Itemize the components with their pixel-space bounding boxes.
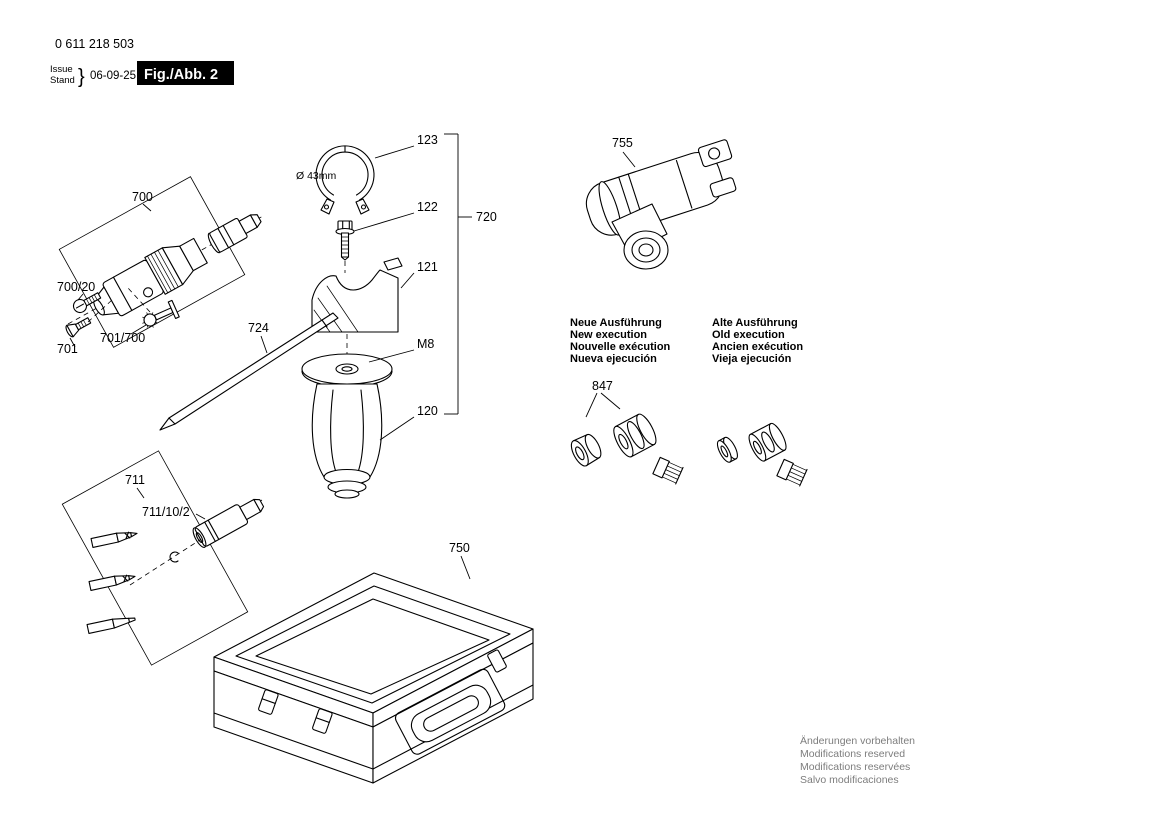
callout-120: 120: [417, 404, 438, 418]
callout-720: 720: [476, 210, 497, 224]
bit-holder-drawing: [192, 498, 265, 548]
old-execution-es: Vieja ejecución: [712, 353, 792, 365]
new-execution-de: Neue Ausführung: [570, 317, 662, 329]
leader-847-left: [585, 392, 598, 418]
callout-701: 701: [57, 342, 78, 356]
issue-date: 06-09-25: [90, 70, 136, 82]
old-execution-de: Alte Ausführung: [712, 317, 798, 329]
depth-rod-724-drawing: [159, 312, 339, 431]
new-brush-drawing: [652, 456, 684, 485]
old-execution-fr: Ancien exécution: [712, 341, 803, 353]
new-bearing-large-drawing: [613, 413, 657, 458]
old-washer-drawing: [716, 436, 738, 463]
chuck-screw-700-20-drawing: [72, 292, 102, 314]
keyed-chuck-drawing: [93, 214, 262, 317]
brace-glyph: }: [78, 66, 85, 88]
callout-755: 755: [612, 136, 633, 150]
modifications-note: Änderungen vorbehalten Modifications res…: [800, 735, 915, 786]
phillips-bit-2-drawing: [88, 574, 136, 591]
leader-123: [374, 145, 415, 159]
angle-head-755-drawing: [585, 139, 737, 270]
issue-word: Issue: [50, 64, 73, 75]
callout-711: 711: [125, 473, 145, 487]
callout-711-10-2: 711/10/2: [142, 505, 190, 519]
callout-700-20: 700/20: [57, 280, 95, 294]
new-execution-es: Nueva ejecución: [570, 353, 657, 365]
new-execution-note: Neue Ausführung New execution Nouvelle e…: [570, 317, 671, 365]
leader-750: [460, 555, 471, 580]
footer-en: Modifications reserved: [800, 748, 905, 760]
callout-847: 847: [592, 379, 613, 393]
old-pulley-drawing: [748, 422, 787, 462]
old-brush-drawing: [776, 458, 808, 487]
old-execution-en: Old execution: [712, 329, 785, 341]
callout-700: 700: [132, 190, 153, 204]
footer-es: Salvo modificaciones: [800, 774, 899, 786]
screw-assembly-dashed-line: [87, 299, 113, 323]
group-bracket-720: [444, 133, 472, 415]
clamp-screw-122-drawing: [335, 220, 355, 261]
key-assembly-dashed-line: [127, 287, 151, 313]
clamp-ring-123-drawing: [315, 145, 375, 215]
stand-word: Stand: [50, 75, 75, 86]
footer-de: Änderungen vorbehalten: [800, 735, 915, 747]
chuck-key-701-700-drawing: [142, 299, 180, 328]
leader-700-20: [77, 293, 84, 301]
diameter-note: Ø 43mm: [296, 170, 337, 182]
leader-711-10-2: [195, 513, 206, 520]
case-handle-drawing: [394, 668, 506, 755]
carrying-case-750-drawing: [213, 572, 534, 784]
callout-123: 123: [417, 133, 438, 147]
callout-701-700: 701/700: [100, 331, 145, 345]
leader-847-right: [600, 392, 621, 410]
flat-bit-drawing: [86, 617, 136, 634]
leader-121: [400, 272, 415, 289]
callout-121: 121: [417, 260, 438, 274]
leader-701: [69, 337, 76, 348]
circlip-drawing: [169, 551, 179, 563]
old-execution-note: Alte Ausführung Old execution Ancien exé…: [712, 317, 803, 365]
leader-m8: [368, 349, 415, 363]
leader-700: [142, 203, 152, 212]
auxiliary-handle-120-drawing: [301, 353, 393, 499]
new-bearing-small-drawing: [570, 433, 602, 467]
new-execution-en: New execution: [570, 329, 647, 341]
leader-701-700: [130, 324, 147, 335]
callout-m8: M8: [417, 337, 434, 351]
leader-755: [622, 151, 636, 168]
leader-711: [136, 487, 145, 499]
footer-fr: Modifications reservées: [800, 761, 910, 773]
leader-724: [260, 335, 268, 354]
phillips-bit-1-drawing: [90, 531, 138, 548]
part-number: 0 611 218 503: [55, 37, 134, 51]
callout-750: 750: [449, 541, 470, 555]
figure-label: Fig./Abb. 2: [144, 67, 218, 83]
callout-122: 122: [417, 200, 438, 214]
leader-120: [379, 416, 415, 441]
leader-122: [353, 212, 415, 232]
new-execution-fr: Nouvelle exécution: [570, 341, 671, 353]
callout-724: 724: [248, 321, 269, 335]
chuck-group-frame: [58, 176, 246, 348]
figure-label-box: Fig./Abb. 2: [137, 61, 234, 85]
